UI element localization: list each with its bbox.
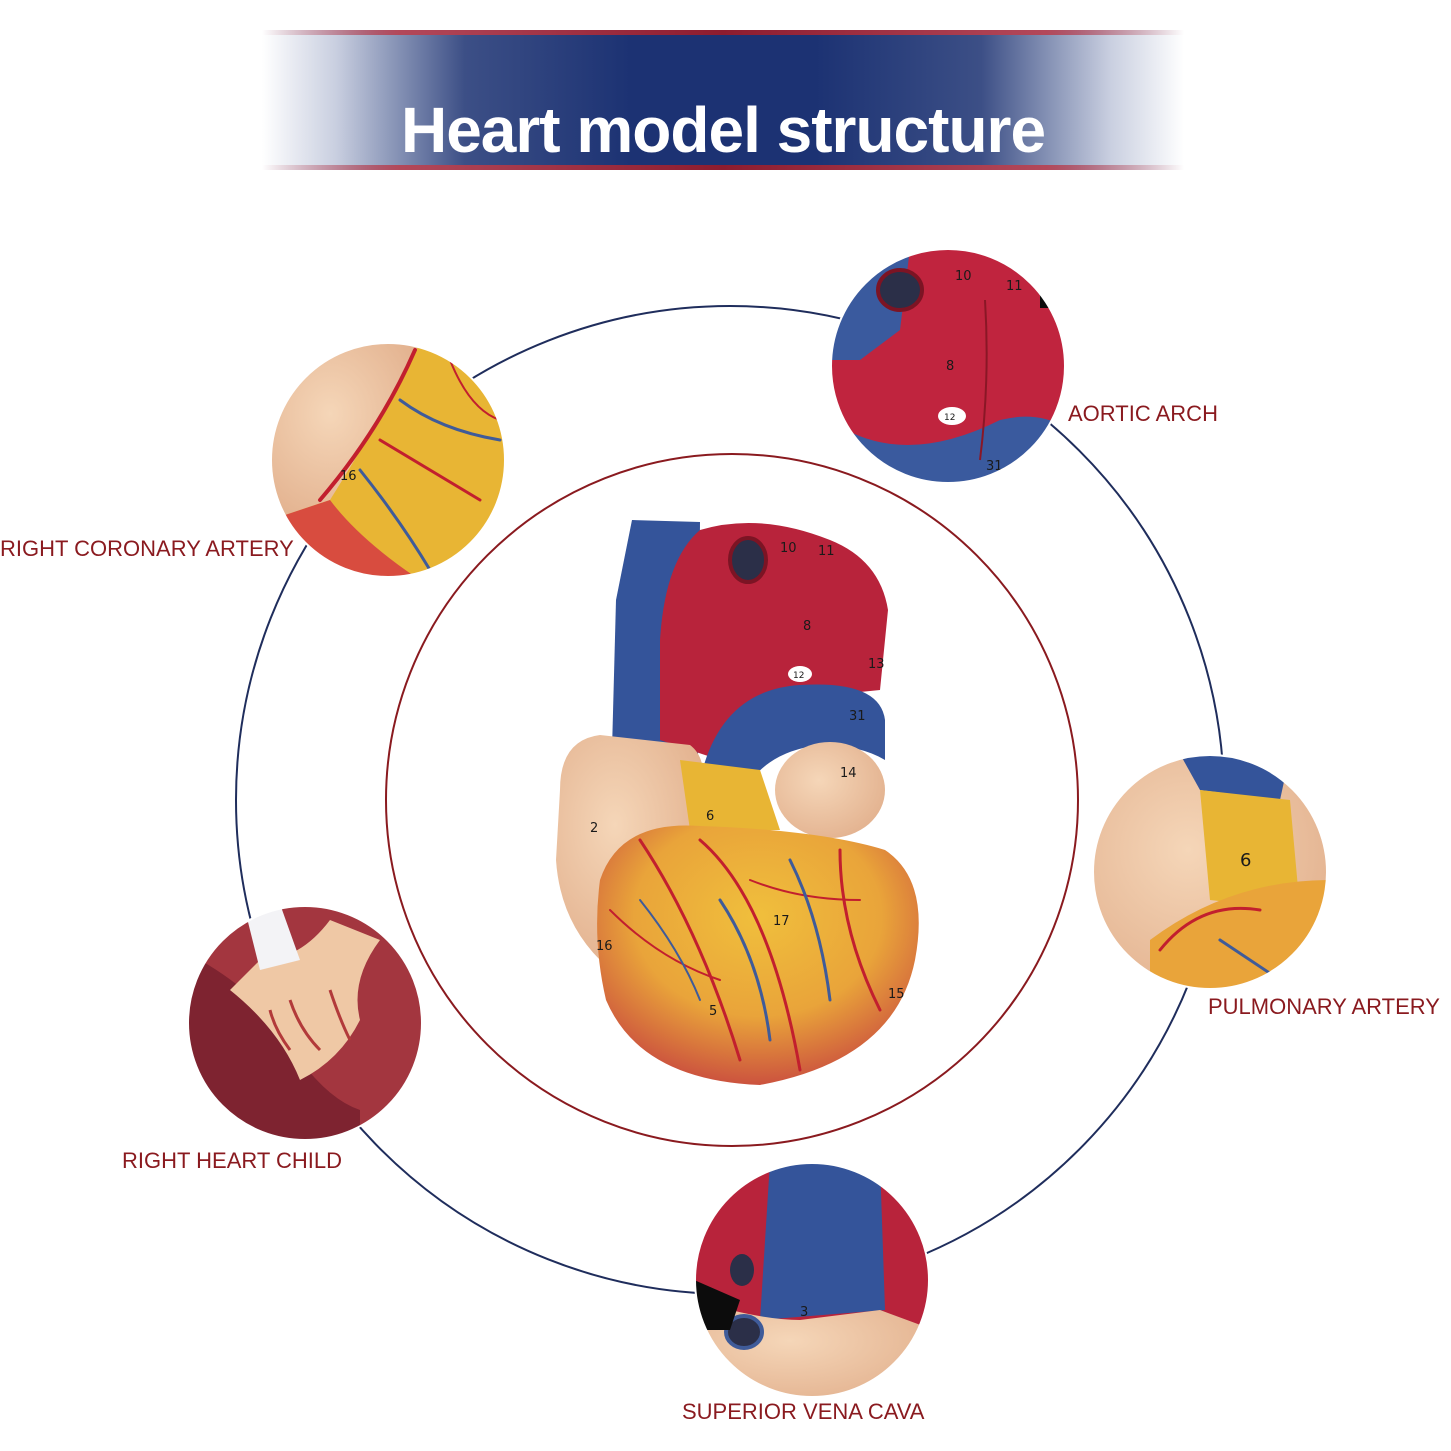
- model-number: 2: [590, 821, 598, 836]
- right-coronary-artery-detail: 16: [271, 343, 505, 577]
- model-number: 31: [986, 459, 1003, 474]
- inner-ring: [385, 453, 1079, 1147]
- heart-model: 10 11 8 12 13 31 14 2 6 17 16 5 15: [556, 520, 919, 1085]
- model-number: 8: [946, 359, 954, 374]
- label-right-heart-child: RIGHT HEART CHILD: [122, 1148, 343, 1173]
- model-number: 14: [840, 766, 857, 781]
- model-number: 10: [955, 269, 972, 284]
- model-number: 11: [1006, 279, 1023, 294]
- model-number: 3: [800, 1305, 808, 1320]
- aortic-arch-detail: 10 11 8 12 31: [831, 249, 1065, 483]
- model-number: 10: [780, 541, 797, 556]
- model-number: 8: [803, 619, 811, 634]
- label-right-coronary-artery: RIGHT CORONARY ARTERY: [0, 536, 294, 561]
- model-number: 13: [868, 657, 885, 672]
- ventricles-shape: [597, 825, 919, 1085]
- model-number: 31: [849, 709, 866, 724]
- model-number: 17: [773, 914, 790, 929]
- aorta-shape: [660, 522, 888, 760]
- model-number: 5: [709, 1004, 717, 1019]
- page-title: Heart model structure: [400, 94, 1046, 166]
- label-pulmonary-artery: PULMONARY ARTERY: [1208, 994, 1440, 1019]
- model-number: 16: [596, 939, 613, 954]
- right-heart-child-detail: [188, 906, 422, 1140]
- model-number: 12: [793, 671, 804, 681]
- model-number: 6: [1240, 850, 1251, 871]
- superior-vena-cava-detail: 3: [695, 1163, 929, 1397]
- model-number: 16: [340, 469, 357, 484]
- model-number: 15: [888, 987, 905, 1002]
- model-number: 12: [944, 413, 955, 423]
- model-number: 11: [818, 544, 835, 559]
- pulmonary-artery-detail: 6: [1093, 755, 1327, 989]
- label-superior-vena-cava: SUPERIOR VENA CAVA: [682, 1399, 925, 1424]
- model-number: 6: [706, 809, 714, 824]
- title-banner: Heart model structure: [262, 30, 1184, 170]
- label-aortic-arch: AORTIC ARCH: [1068, 401, 1218, 426]
